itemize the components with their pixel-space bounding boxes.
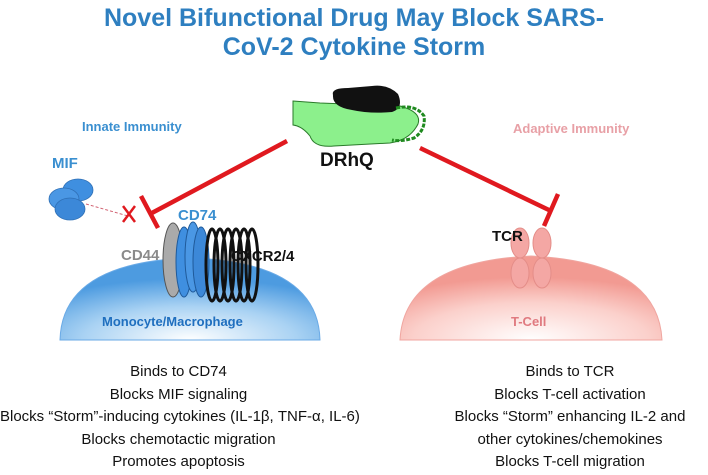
innate-immunity-heading: Innate Immunity [82,119,182,134]
innate-effect-item: Blocks MIF signaling [109,385,248,403]
page-title-line-2: CoV-2 Cytokine Storm [222,33,486,61]
drug-label: DRhQ [320,150,374,171]
innate-effect-item: Blocks “Storm”-inducing cytokines (IL-1β… [0,408,360,425]
innate-effect-item: Promotes apoptosis [112,453,245,470]
monocyte-cell-label: Monocyte/Macrophage [102,314,243,329]
adaptive-effect-item: other cytokines/chemokines [477,430,663,448]
inhibition-arrow-cd74 [139,139,289,230]
blocked-x-icon [122,205,136,223]
cd74-label: CD74 [178,207,217,224]
adaptive-effect-item: Blocks T-cell migration [495,453,645,470]
adaptive-effect-item: Blocks “Storm” enhancing IL-2 and [454,408,686,425]
adaptive-effect-item: Blocks T-cell activation [494,385,646,403]
adaptive-immunity-heading: Adaptive Immunity [513,121,630,136]
tcr-label: TCR [492,228,523,245]
mif-molecule [48,178,94,221]
cxcr-receptor [204,227,260,303]
tcell-cell [399,255,663,341]
cd74-receptor [175,221,210,298]
adaptive-effects-list: Binds to TCR Blocks T-cell activation Bl… [432,361,708,474]
innate-effect-item: Binds to CD74 [130,363,227,380]
tcell-cell-label: T-Cell [511,314,547,329]
adaptive-effect-item: Binds to TCR [525,363,615,380]
cd44-label: CD44 [121,247,160,264]
mif-binding-dashed-line [85,203,129,217]
page-title-line-1: Novel Bifunctional Drug May Block SARS- [103,4,605,32]
innate-effects-list: Binds to CD74 Blocks MIF signaling Block… [0,361,360,474]
inhibition-arrow-tcr [419,145,561,227]
tcr-receptor [510,227,552,289]
drhq-molecule [292,85,426,147]
cxcr-label: CXCR2/4 [231,248,295,265]
innate-effect-item: Blocks chemotactic migration [81,430,276,448]
mif-label: MIF [52,155,78,172]
